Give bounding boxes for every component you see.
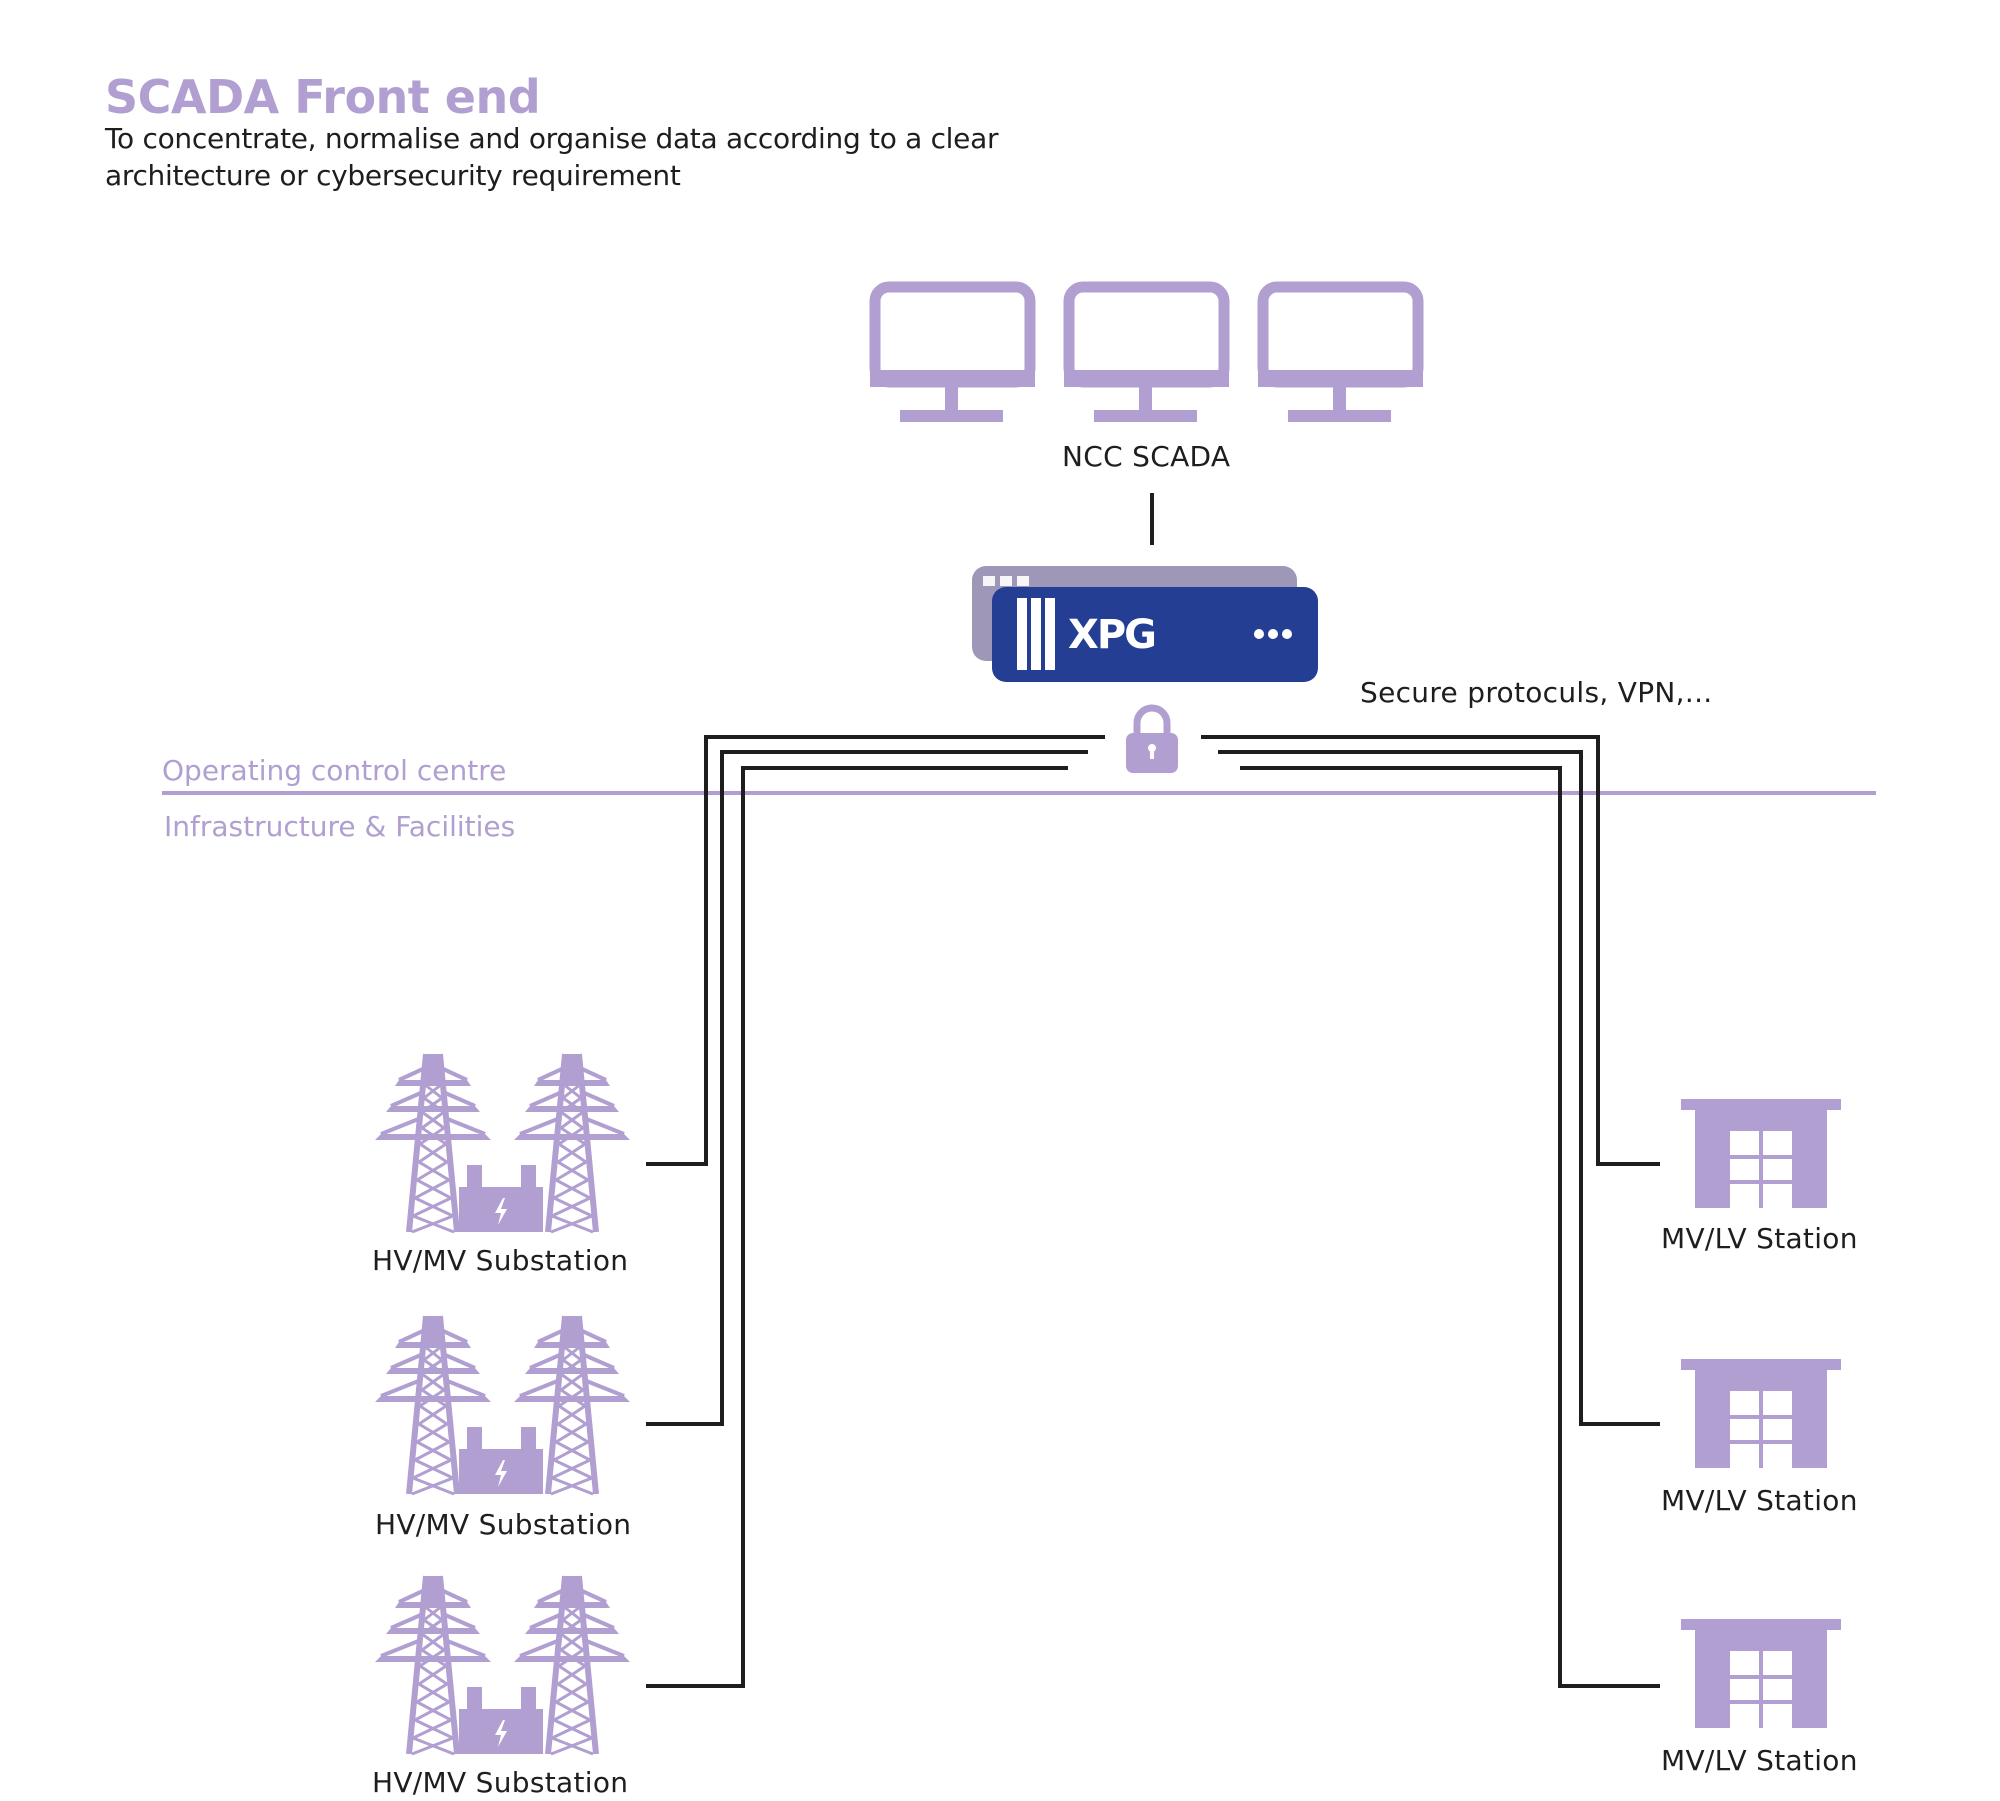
page-title: SCADA Front end bbox=[105, 70, 541, 124]
ncc-scada-label: NCC SCADA bbox=[1062, 440, 1231, 473]
substation-icon bbox=[375, 1316, 630, 1494]
left-links bbox=[646, 735, 1105, 1688]
right-links bbox=[1201, 735, 1660, 1688]
link-left-3 bbox=[646, 766, 1068, 1688]
page-subtitle: To concentrate, normalise and organise d… bbox=[105, 120, 1155, 194]
monitor-icon bbox=[870, 287, 1035, 422]
subtitle-line-2: architecture or cybersecurity requiremen… bbox=[105, 159, 681, 192]
link-right-1 bbox=[1201, 735, 1660, 1166]
xpg-logo-bars-icon bbox=[1017, 598, 1055, 670]
zone-label-operating: Operating control centre bbox=[162, 754, 507, 787]
node-label-right-1: MV/LV Station bbox=[1661, 1222, 1858, 1255]
node-label-right-2: MV/LV Station bbox=[1661, 1484, 1858, 1517]
node-label-left-3: HV/MV Substation bbox=[372, 1766, 629, 1799]
node-label-left-1: HV/MV Substation bbox=[372, 1244, 629, 1277]
node-label-left-2: HV/MV Substation bbox=[375, 1508, 632, 1541]
zone-label-infrastructure: Infrastructure & Facilities bbox=[164, 810, 516, 843]
link-left-1 bbox=[646, 735, 1105, 1166]
station-building-icon bbox=[1681, 1099, 1841, 1208]
substation-icon bbox=[375, 1054, 630, 1232]
link-right-2 bbox=[1218, 750, 1660, 1426]
station-building-icon bbox=[1681, 1619, 1841, 1728]
lock-icon bbox=[1126, 704, 1178, 773]
link-right-3 bbox=[1240, 766, 1660, 1688]
gateway-card bbox=[992, 587, 1318, 682]
security-note: Secure protoculs, VPN,... bbox=[1360, 676, 1713, 709]
more-dots-icon[interactable] bbox=[1254, 629, 1292, 639]
xpg-gateway[interactable]: XPG bbox=[972, 566, 1318, 682]
subtitle-line-1: To concentrate, normalise and organise d… bbox=[105, 122, 999, 155]
substation-icon bbox=[375, 1576, 630, 1754]
monitor-icon bbox=[1258, 287, 1423, 422]
monitor-icon bbox=[1064, 287, 1229, 422]
gateway-label: XPG bbox=[1068, 612, 1155, 658]
station-building-icon bbox=[1681, 1359, 1841, 1468]
node-label-right-3: MV/LV Station bbox=[1661, 1744, 1858, 1777]
link-left-2 bbox=[646, 750, 1088, 1426]
